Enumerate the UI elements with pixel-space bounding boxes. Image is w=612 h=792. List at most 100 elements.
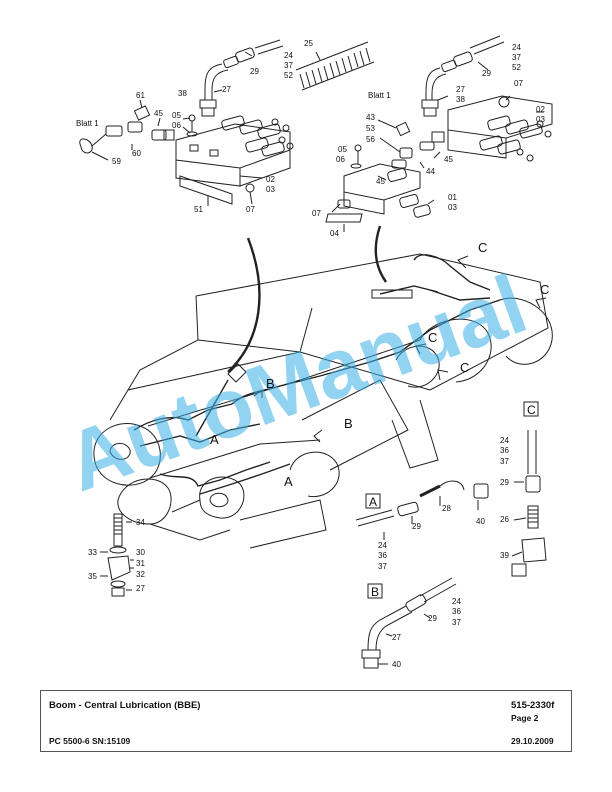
callout-07: 07 xyxy=(246,205,255,214)
drawing-date: 29.10.2009 xyxy=(511,736,554,746)
callout-03: 03 xyxy=(536,115,545,124)
callout-61: 61 xyxy=(136,91,145,100)
callout-37: 37 xyxy=(500,457,509,466)
callout-52: 52 xyxy=(512,63,521,72)
callout-27: 27 xyxy=(222,85,231,94)
callout-24: 24 xyxy=(284,51,293,60)
callout-05: 05 xyxy=(338,145,347,154)
callout-39: 39 xyxy=(500,551,509,560)
title-block: Boom - Central Lubrication (BBE) 515-233… xyxy=(40,690,572,752)
callouts-main-view: A A B B C C C C xyxy=(210,240,549,489)
callout-06: 06 xyxy=(336,155,345,164)
callouts-detail-C: 24 36 37 29 26 39 xyxy=(500,436,509,560)
callout-C: C xyxy=(540,282,549,297)
callout-C: C xyxy=(428,330,437,345)
callout-43: 43 xyxy=(366,113,375,122)
callout-45: 45 xyxy=(376,177,385,186)
callout-07: 07 xyxy=(514,79,523,88)
callout-24: 24 xyxy=(500,436,509,445)
callout-56: 56 xyxy=(366,135,375,144)
callout-26: 26 xyxy=(500,515,509,524)
callout-33: 33 xyxy=(88,548,97,557)
callout-27: 27 xyxy=(392,633,401,642)
callout-52: 52 xyxy=(284,71,293,80)
callout-34: 34 xyxy=(136,518,145,527)
callouts-top-left: 24 37 52 29 27 38 61 45 05 06 60 59 02 0… xyxy=(112,51,293,214)
detail-B-label-box xyxy=(367,583,383,599)
callout-36: 36 xyxy=(500,446,509,455)
callout-38: 38 xyxy=(178,89,187,98)
top-right-distributor-assembly xyxy=(325,35,553,232)
callout-40: 40 xyxy=(392,660,401,669)
callout-24: 24 xyxy=(512,43,521,52)
drawing-title: Boom - Central Lubrication (BBE) xyxy=(49,700,201,711)
callout-59: 59 xyxy=(112,157,121,166)
machine-model: PC 5500-6 SN:15109 xyxy=(49,736,131,746)
callout-03: 03 xyxy=(266,185,275,194)
callout-29: 29 xyxy=(482,69,491,78)
callout-60: 60 xyxy=(132,149,141,158)
callout-29: 29 xyxy=(428,614,437,623)
detail-A-label-box xyxy=(365,493,381,509)
callout-29: 29 xyxy=(250,67,259,76)
callout-27: 27 xyxy=(136,584,145,593)
callout-37: 37 xyxy=(512,53,521,62)
callout-45: 45 xyxy=(444,155,453,164)
callout-35: 35 xyxy=(88,572,97,581)
watermark-text: AutoManual xyxy=(54,256,538,509)
callout-24: 24 xyxy=(452,597,461,606)
callouts-detail-B: 24 36 37 29 27 40 xyxy=(392,597,461,669)
detail-C xyxy=(511,401,547,577)
callout-40: 40 xyxy=(476,517,485,526)
callout-27: 27 xyxy=(456,85,465,94)
callout-01: 01 xyxy=(448,193,457,202)
callout-36: 36 xyxy=(452,607,461,616)
callout-36: 36 xyxy=(378,551,387,560)
detail-B-letter: B xyxy=(371,585,379,599)
callout-C: C xyxy=(460,360,469,375)
callout-C: C xyxy=(478,240,487,255)
page-number: Page 2 xyxy=(511,713,539,723)
callout-B: B xyxy=(344,416,353,431)
callout-37: 37 xyxy=(378,562,387,571)
callout-29: 29 xyxy=(412,522,421,531)
callout-A: A xyxy=(284,474,293,489)
detail-B xyxy=(361,577,457,669)
boom-structure xyxy=(93,253,553,549)
callout-31: 31 xyxy=(136,559,145,568)
callout-45: 45 xyxy=(154,109,163,118)
callout-30: 30 xyxy=(136,548,145,557)
callouts-bolt-detail: 34 33 30 31 32 35 27 xyxy=(88,518,145,593)
sheet-ref-left: Blatt 1 xyxy=(76,119,99,128)
callout-04: 04 xyxy=(330,229,339,238)
detail-C-label-box xyxy=(523,401,539,417)
callout-51: 51 xyxy=(194,205,203,214)
callout-B: B xyxy=(266,376,275,391)
callout-53: 53 xyxy=(366,124,375,133)
callout-25: 25 xyxy=(304,39,313,48)
sheet-ref-right: Blatt 1 xyxy=(368,91,391,100)
callout-A: A xyxy=(210,432,219,447)
callout-05: 05 xyxy=(172,111,181,120)
callouts-top-right: 24 37 52 29 27 38 07 02 03 43 53 56 05 0… xyxy=(312,43,545,238)
callouts-detail-A: 28 29 40 24 36 37 xyxy=(378,504,485,571)
drawing-number: 515-2330f xyxy=(511,700,555,711)
callout-02: 02 xyxy=(536,105,545,114)
callout-44: 44 xyxy=(426,167,435,176)
callout-07: 07 xyxy=(312,209,321,218)
top-left-distributor-assembly xyxy=(79,39,294,206)
clamp-bolt-detail xyxy=(100,513,134,597)
callout-29: 29 xyxy=(500,478,509,487)
callout-37: 37 xyxy=(284,61,293,70)
callout-38: 38 xyxy=(456,95,465,104)
coiled-protective-hose xyxy=(295,41,375,91)
callout-32: 32 xyxy=(136,570,145,579)
callout-03: 03 xyxy=(448,203,457,212)
detail-A-letter: A xyxy=(369,495,377,509)
detail-A xyxy=(355,480,489,540)
callout-37: 37 xyxy=(452,618,461,627)
callout-24: 24 xyxy=(378,541,387,550)
callout-06: 06 xyxy=(172,121,181,130)
